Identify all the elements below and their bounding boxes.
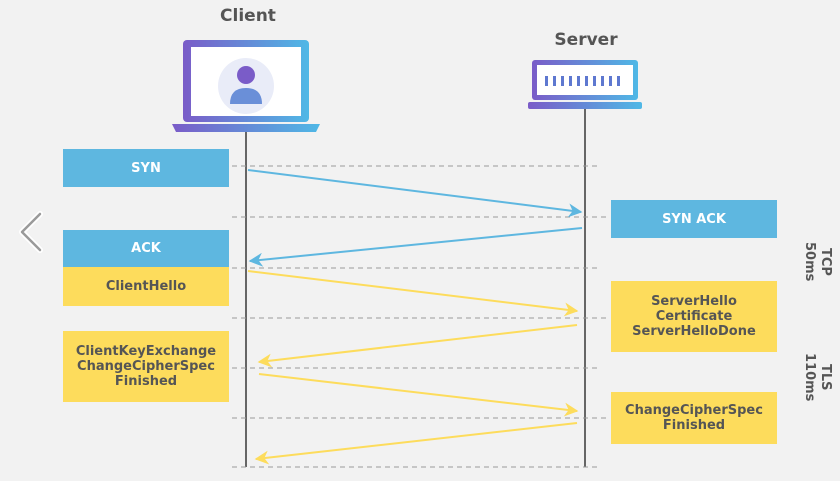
client-hello-box: ClientHello [63,267,229,306]
server-hello-box: ServerHello Certificate ServerHelloDone [611,281,777,352]
tcp-phase-label: TCP 50ms [802,242,833,282]
arrow-server-hello [257,324,578,368]
arrow-client-hello [247,270,579,317]
server-rack-icon [528,60,642,109]
syn-ack-box: SYN ACK [611,200,777,238]
ack-box: ACK [63,230,229,267]
arrow-syn-ack [248,227,583,267]
server-title: Server [554,30,618,50]
arrow-syn [247,169,583,218]
arrow-change-cipher-spec [254,422,578,465]
previous-button[interactable] [14,208,48,256]
client-key-exchange-box: ClientKeyExchange ChangeCipherSpec Finis… [63,331,229,402]
timeline-guides [232,165,608,468]
syn-box: SYN [63,149,229,187]
chevron-left-icon [19,211,43,253]
tls-phase-label: TLS 110ms [802,352,833,402]
change-cipher-spec-box: ChangeCipherSpec Finished [611,392,777,444]
client-title: Client [220,6,276,26]
arrow-client-key-exchange [258,373,579,417]
laptop-user-icon [172,40,320,132]
